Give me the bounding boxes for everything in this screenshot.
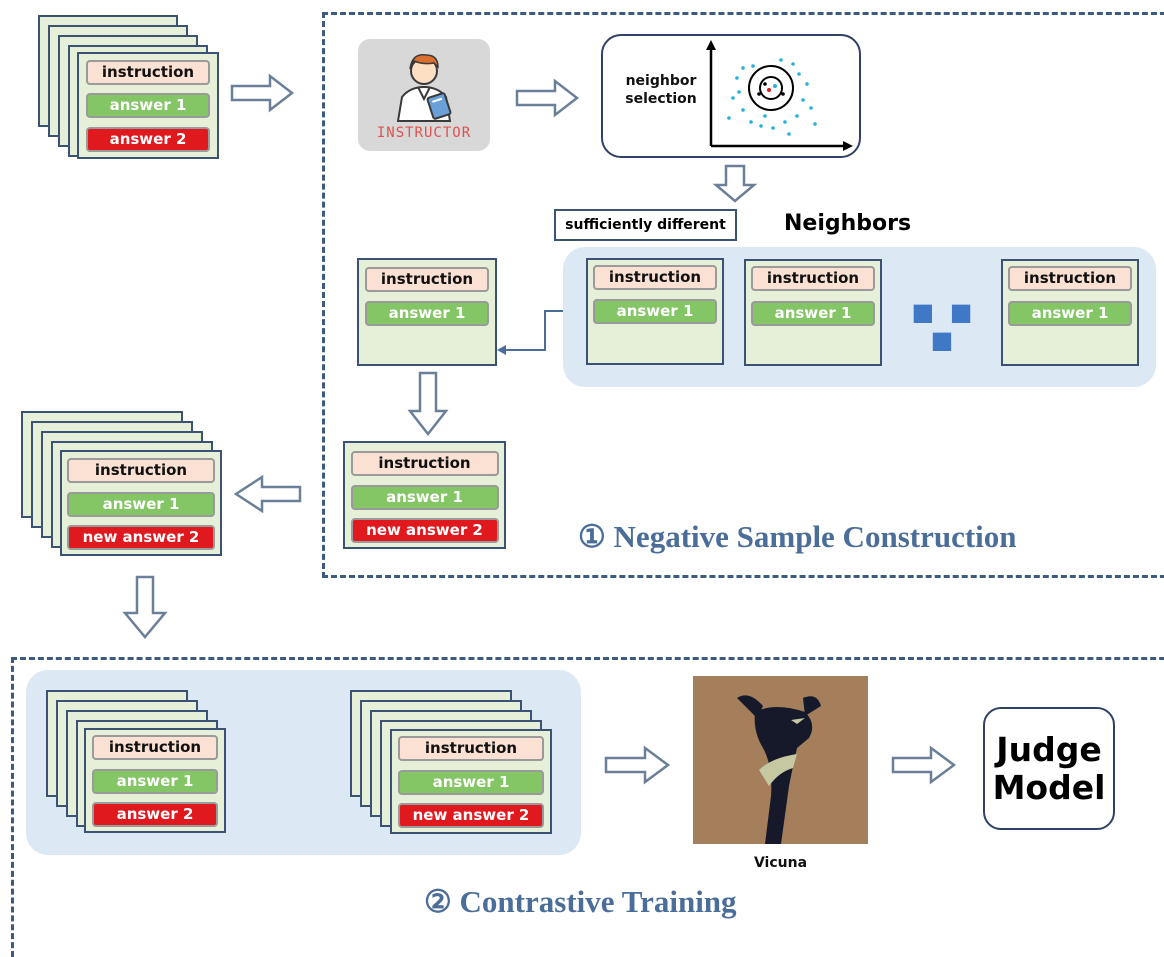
contrastive-training-section bbox=[11, 657, 1164, 957]
connector-arrowhead bbox=[497, 345, 506, 355]
answer1-pill: answer 1 bbox=[350, 485, 499, 510]
scatter-icon bbox=[706, 40, 853, 151]
neighbor-selection-line1: neighbor bbox=[625, 73, 697, 89]
instruction-pill: instruction bbox=[86, 60, 210, 85]
arrow-left-1 bbox=[233, 474, 302, 514]
answer1-pill: answer 1 bbox=[751, 301, 875, 326]
selected-card: instruction answer 1 bbox=[357, 258, 497, 366]
answer1-pill: answer 1 bbox=[398, 770, 544, 795]
instruction-pill: instruction bbox=[350, 451, 499, 476]
neighbor-card: instruction answer 1 bbox=[744, 259, 882, 366]
arrow-down-3 bbox=[122, 575, 168, 639]
answer1-pill: answer 1 bbox=[593, 299, 717, 324]
arrow-down-1 bbox=[712, 164, 758, 203]
answer1-pill: answer 1 bbox=[67, 492, 215, 517]
answer2-pill: answer 2 bbox=[86, 127, 210, 152]
instruction-pill: instruction bbox=[751, 266, 875, 291]
neighbor-selection-box: neighbor selection bbox=[601, 34, 861, 158]
new-answer2-pill: new answer 2 bbox=[350, 518, 499, 543]
negative-sample-title: ① Negative Sample Construction bbox=[578, 519, 1017, 554]
arrow-right-2 bbox=[515, 78, 580, 118]
answer1-pill: answer 1 bbox=[365, 301, 489, 326]
new-answer2-pill: new answer 2 bbox=[398, 803, 544, 828]
judge-model-label: Judge Model bbox=[985, 731, 1113, 807]
vicuna-icon bbox=[737, 695, 821, 844]
arrow-right-4 bbox=[891, 745, 957, 785]
neighbor-selection-label: neighbor selection bbox=[617, 72, 705, 108]
negative-sample-section bbox=[322, 12, 1164, 578]
instructor-tile: INSTRUCTOR bbox=[358, 39, 490, 151]
answer1-pill: answer 1 bbox=[92, 769, 218, 794]
sufficiently-different-label: sufficiently different bbox=[554, 209, 737, 241]
arrow-down-2 bbox=[407, 371, 449, 437]
front-card: instruction answer 1 answer 2 bbox=[84, 728, 226, 833]
neighbor-card: instruction answer 1 bbox=[1001, 259, 1139, 366]
judge-line1: Judge bbox=[996, 730, 1102, 769]
instruction-pill: instruction bbox=[92, 735, 218, 760]
instruction-pill: instruction bbox=[365, 267, 489, 292]
instruction-pill: instruction bbox=[1008, 266, 1132, 291]
front-card: instruction answer 1 answer 2 bbox=[77, 52, 219, 159]
neighbor-selection-line2: selection bbox=[625, 91, 697, 107]
ellipsis-dots: ■ ■ ■ bbox=[911, 298, 977, 354]
front-card: instruction answer 1 new answer 2 bbox=[60, 450, 222, 556]
neighbor-card: instruction answer 1 bbox=[586, 258, 724, 365]
front-card: instruction answer 1 new answer 2 bbox=[390, 729, 552, 834]
answer1-pill: answer 1 bbox=[86, 93, 210, 118]
arrow-right-1 bbox=[230, 73, 295, 113]
arrow-right-3 bbox=[604, 745, 671, 785]
instruction-pill: instruction bbox=[67, 458, 215, 483]
flow-arrows bbox=[122, 73, 957, 817]
new-answer2-pill: new answer 2 bbox=[67, 525, 215, 550]
vicuna-label: Vicuna bbox=[753, 855, 808, 871]
neighbors-title: Neighbors bbox=[784, 211, 912, 236]
instruction-pill: instruction bbox=[593, 265, 717, 290]
instruction-pill: instruction bbox=[398, 736, 544, 761]
answer1-pill: answer 1 bbox=[1008, 301, 1132, 326]
instructor-label: INSTRUCTOR bbox=[376, 125, 472, 141]
vicuna-image bbox=[693, 676, 868, 844]
judge-model-box: Judge Model bbox=[983, 707, 1115, 830]
judge-line2: Model bbox=[992, 768, 1106, 807]
contrastive-training-title: ② Contrastive Training bbox=[424, 884, 737, 919]
answer2-pill: answer 2 bbox=[92, 802, 218, 827]
new-sample-card: instruction answer 1 new answer 2 bbox=[343, 441, 506, 549]
instructor-icon bbox=[396, 54, 452, 122]
